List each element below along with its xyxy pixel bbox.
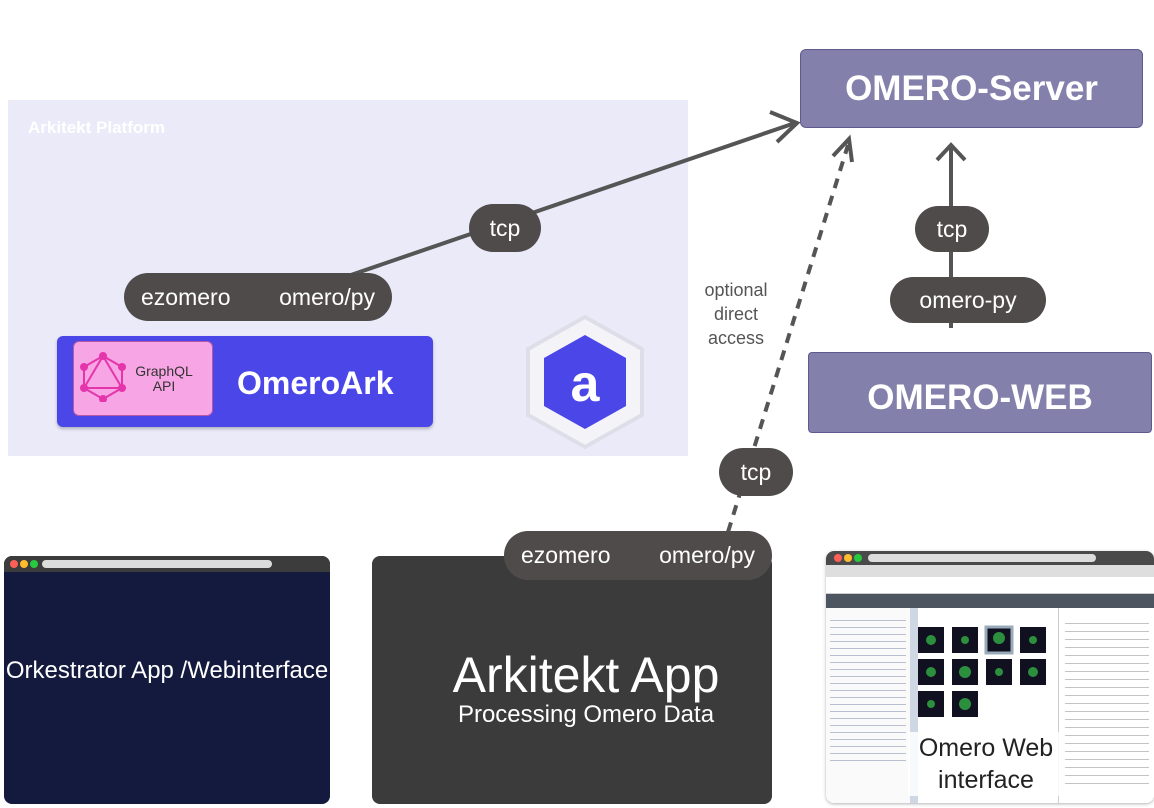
shot-app-toolbar [826, 594, 1154, 608]
platform-arrowhead [769, 110, 801, 144]
shot-detail-lines [1065, 618, 1149, 788]
orkestrator-label: Orkestrator App /Webinterface [5, 657, 329, 684]
shot-close-dot-icon [834, 554, 842, 562]
shot-tree-lines [830, 616, 906, 766]
omero-web-box: OMERO-WEB [808, 352, 1152, 433]
tcp-main-pill: tcp [469, 204, 541, 252]
orkestrator-window [4, 556, 330, 804]
omero-py-pill: omero-py [890, 277, 1046, 323]
graphql-api-box [73, 341, 213, 416]
shot-address-bar [868, 554, 1096, 562]
app-title: Arkitekt App [452, 647, 720, 703]
screenshot-titlebar [826, 551, 1154, 565]
shot-tab-strip [826, 565, 1154, 577]
omero-server-box: OMERO-Server [800, 49, 1143, 128]
shot-url-row [826, 577, 1154, 594]
lib-ezomero: ezomero [141, 283, 231, 310]
graphql-icon [80, 352, 126, 402]
app-libs-pill: ezomero omero/py [504, 531, 772, 580]
window-titlebar [4, 556, 330, 572]
graphql-api-label: GraphQL API [135, 363, 193, 394]
shot-minimize-dot-icon [844, 554, 852, 562]
lib-omero-py: omero/py [279, 283, 375, 310]
optional-access-label: optional direct access [704, 280, 768, 348]
omeroark-title: OmeroArk [237, 365, 394, 401]
platform-to-server-line [344, 121, 796, 279]
app-subtitle: Processing Omero Data [457, 701, 715, 728]
shot-scroll [910, 608, 918, 803]
optional-access-line [726, 144, 850, 533]
minimize-dot-icon [20, 560, 28, 568]
shot-tree-panel [826, 608, 911, 803]
shot-details-panel [1058, 608, 1154, 803]
app-lib-omero-py: omero/py [659, 542, 755, 568]
maximize-dot-icon [30, 560, 38, 568]
web-arrowhead [935, 142, 967, 162]
arkitekt-app-box [372, 556, 772, 804]
shot-thumbnails [918, 625, 1046, 717]
app-lib-ezomero: ezomero [521, 542, 611, 568]
logo-glyph: a [571, 355, 601, 413]
omero-web-caption: Omero Web interface [908, 732, 1064, 796]
omeroark-libs-pill: ezomero omero/py [124, 273, 392, 321]
shot-maximize-dot-icon [854, 554, 862, 562]
tcp-web-pill: tcp [915, 206, 989, 252]
platform-label: Arkitekt Platform [28, 118, 165, 137]
close-dot-icon [10, 560, 18, 568]
optional-arrowhead [831, 134, 854, 163]
tcp-app-pill: tcp [719, 448, 793, 496]
address-bar [42, 560, 272, 568]
arkitekt-logo-icon: a [526, 314, 644, 450]
